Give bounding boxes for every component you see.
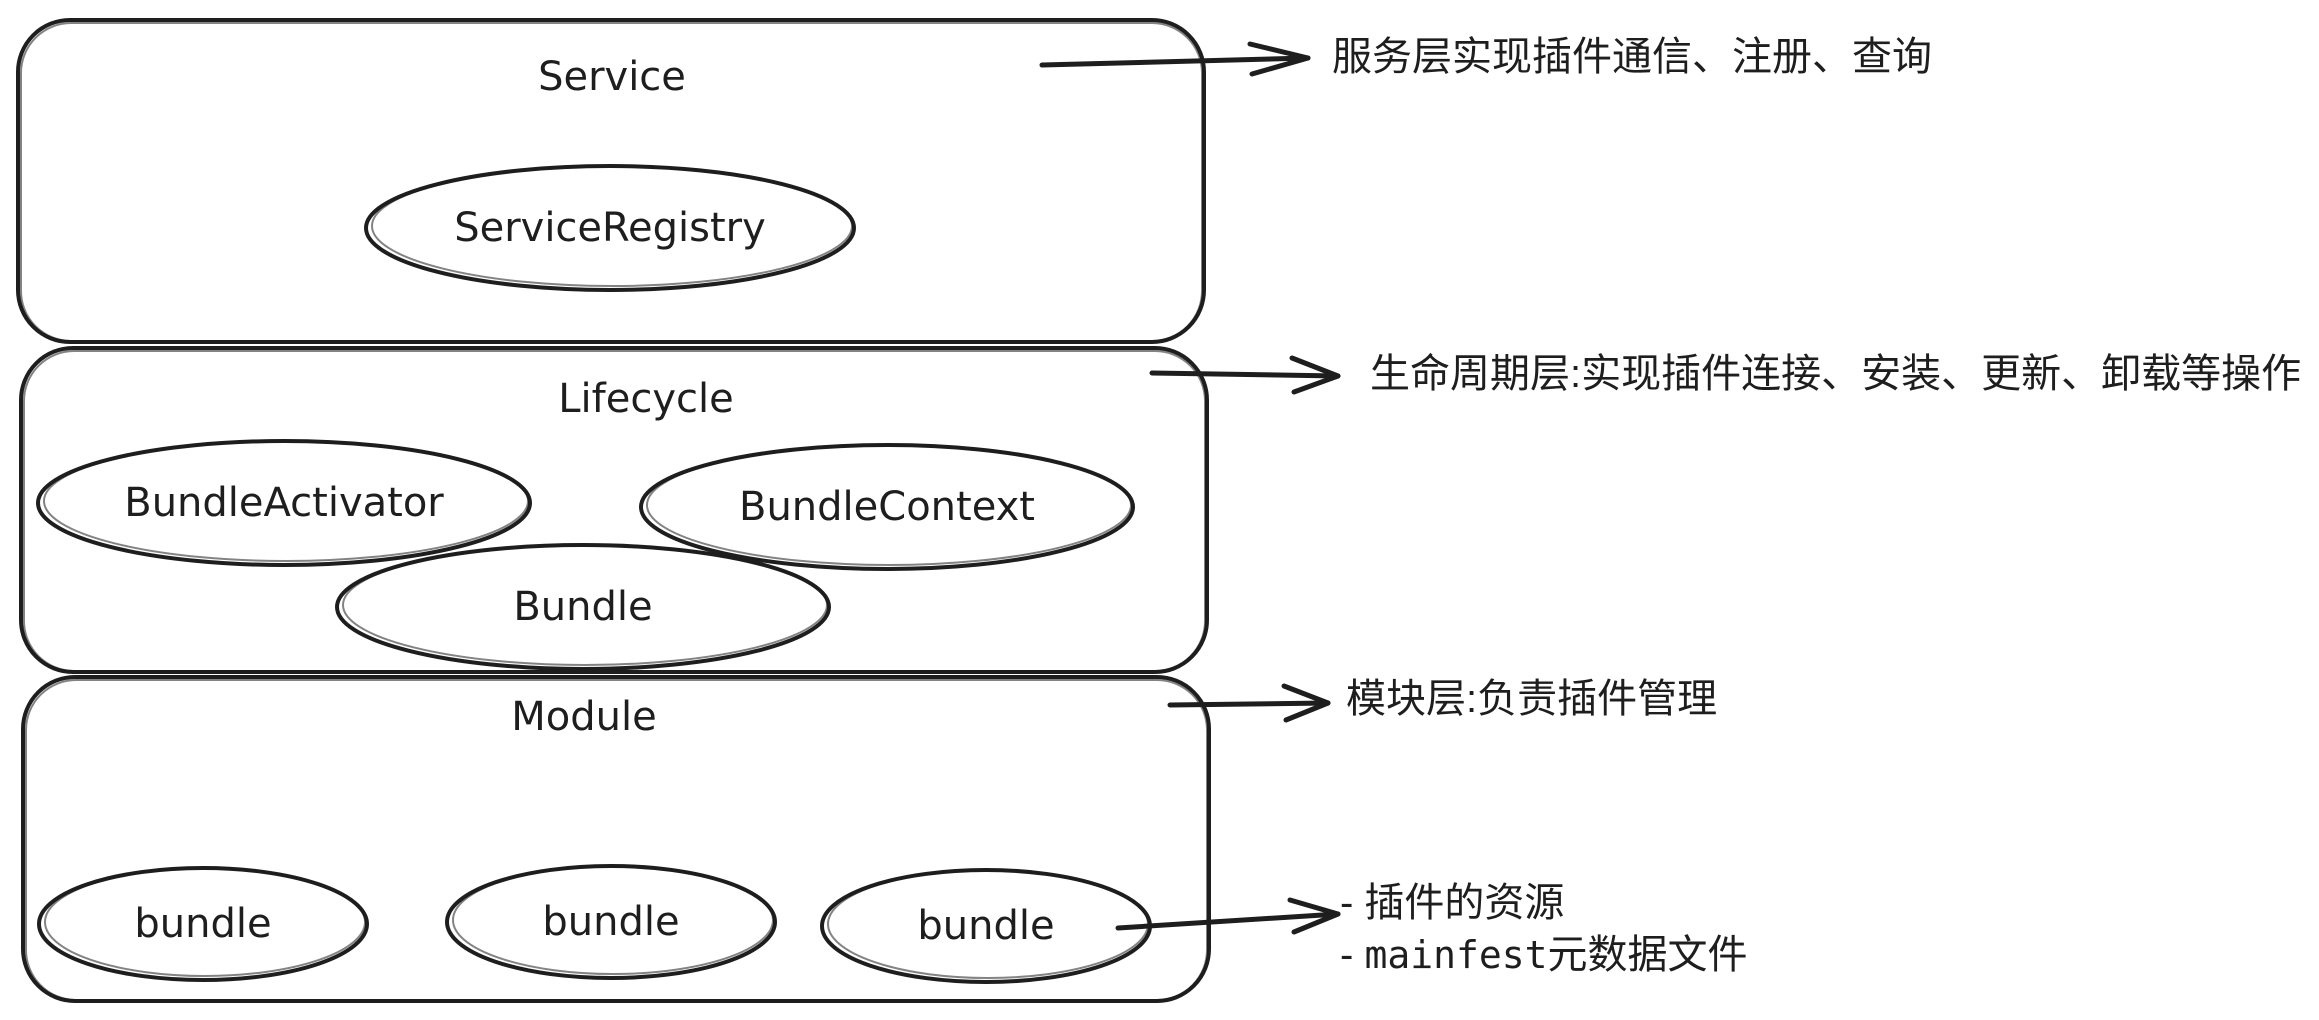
- module-bundle-1: bundle: [37, 866, 369, 982]
- module-layer: Module bundle bundle bundle: [21, 675, 1211, 1003]
- service-registry-component: ServiceRegistry: [364, 164, 856, 292]
- service-registry-label: ServiceRegistry: [454, 205, 766, 251]
- service-note-arrow: [1039, 41, 1311, 77]
- bundle-activator-label: BundleActivator: [124, 480, 444, 526]
- lifecycle-note-arrow: [1149, 355, 1341, 395]
- module-bundle-2: bundle: [445, 864, 777, 980]
- module-bundle-2-label: bundle: [542, 899, 679, 945]
- module-bundle-1-label: bundle: [134, 901, 271, 947]
- bundle-note-line-2: - mainfest元数据文件: [1340, 933, 1747, 977]
- bundle-note-line-2-suffix: 元数据文件: [1547, 933, 1747, 977]
- bundle-note-line-2-prefix: -: [1340, 933, 1364, 977]
- service-layer-note: 服务层实现插件通信、注册、查询: [1332, 35, 1932, 79]
- bundle-note-arrow: [1115, 897, 1341, 935]
- service-layer-title: Service: [538, 54, 686, 100]
- bundle-label: Bundle: [513, 584, 652, 630]
- bundle-component: Bundle: [335, 543, 831, 671]
- bundle-context-component: BundleContext: [639, 443, 1135, 571]
- service-layer: Service ServiceRegistry: [16, 18, 1206, 344]
- bundle-activator-component: BundleActivator: [36, 439, 532, 567]
- module-bundle-3: bundle: [820, 868, 1152, 984]
- bundle-context-label: BundleContext: [739, 484, 1035, 530]
- module-layer-title: Module: [511, 694, 656, 740]
- bundle-note-line-1: - 插件的资源: [1340, 881, 1564, 925]
- lifecycle-layer-title: Lifecycle: [558, 376, 733, 422]
- lifecycle-layer: Lifecycle BundleActivator BundleContext …: [19, 346, 1209, 674]
- bundle-note-manifest: mainfest: [1364, 933, 1547, 977]
- module-layer-note: 模块层:负责插件管理: [1346, 677, 1717, 721]
- module-note-arrow: [1167, 683, 1331, 723]
- module-bundle-3-label: bundle: [917, 903, 1054, 949]
- bundle-note: - 插件的资源 - mainfest元数据文件: [1340, 881, 1747, 977]
- lifecycle-layer-note: 生命周期层:实现插件连接、安装、更新、卸载等操作: [1370, 352, 2301, 396]
